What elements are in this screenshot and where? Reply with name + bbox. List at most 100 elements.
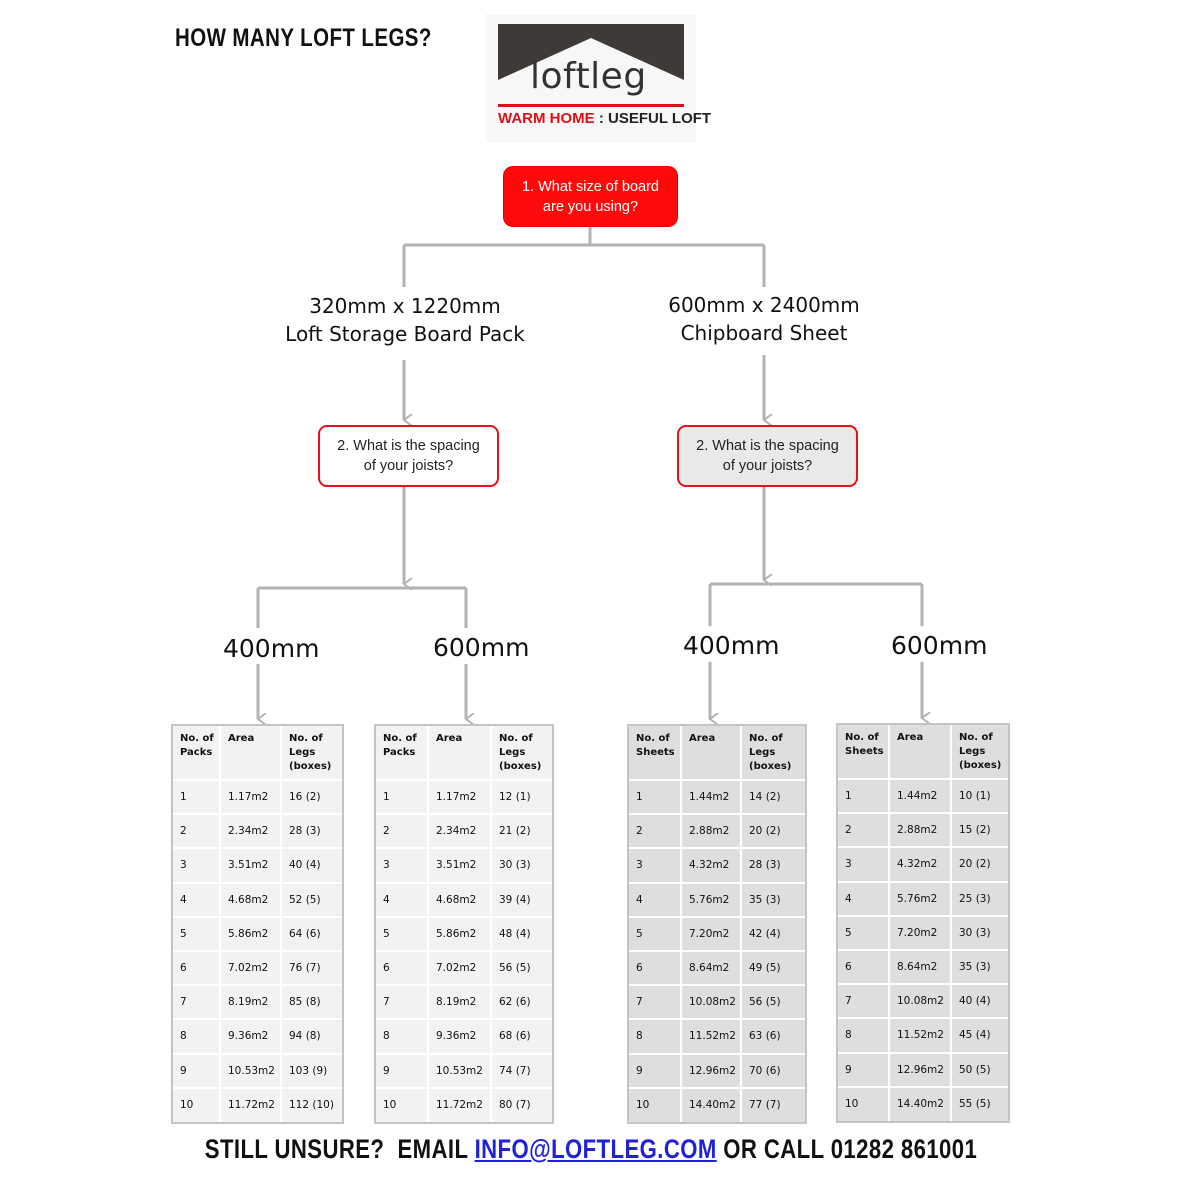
table-cell: 7 <box>838 983 889 1019</box>
table-cell: 3 <box>838 846 889 882</box>
column-header: No. of Legs (boxes) <box>280 726 342 780</box>
table-cell: 74 (7) <box>490 1052 552 1088</box>
table-cell: 11.72m2 <box>427 1086 491 1122</box>
table-cell: 7 <box>629 984 681 1020</box>
table-cell: 64 (6) <box>280 915 342 951</box>
table-cell: 3.51m2 <box>219 847 281 883</box>
table-cell: 50 (5) <box>950 1051 1008 1087</box>
table-cell: 55 (5) <box>950 1085 1008 1121</box>
table-cell: 45 (4) <box>950 1017 1008 1053</box>
table-cell: 8 <box>376 1018 428 1054</box>
table-cell: 62 (6) <box>490 984 552 1020</box>
table-cell: 4 <box>838 880 889 916</box>
table-cell: 16 (2) <box>280 778 342 815</box>
table-cell: 7 <box>376 984 428 1020</box>
table-cell: 4.68m2 <box>219 881 281 917</box>
table-cell: 8 <box>629 1018 681 1054</box>
table-cell: 39 (4) <box>490 881 552 917</box>
table-cell: 8.19m2 <box>427 984 491 1020</box>
table-cell: 10 <box>376 1086 428 1122</box>
column-header: No. of Packs <box>383 733 417 758</box>
connector-left-branches <box>256 586 468 628</box>
footer-phone: OR CALL 01282 861001 <box>716 1134 977 1164</box>
table-cell: 20 (2) <box>950 846 1008 882</box>
table-cell: 4.32m2 <box>888 846 951 882</box>
table-cell: 40 (4) <box>280 847 342 883</box>
table-cell: 7.20m2 <box>680 915 741 951</box>
table-cell: 5.76m2 <box>680 881 741 917</box>
table-cell: 9.36m2 <box>219 1018 281 1054</box>
table-cell: 48 (4) <box>490 915 552 951</box>
table-cell: 14.40m2 <box>888 1085 951 1121</box>
roof-icon <box>498 24 684 80</box>
spacing-label-b: 600mm <box>433 633 530 662</box>
table-cell: 1.44m2 <box>888 777 951 814</box>
table-cell: 76 (7) <box>280 949 342 986</box>
table-cell: 68 (6) <box>490 1018 552 1054</box>
table-cell: 3 <box>173 847 220 883</box>
table-cell: 56 (5) <box>740 984 805 1020</box>
table-cell: 9 <box>376 1052 428 1088</box>
table-cell: 8.64m2 <box>888 948 951 985</box>
table-cell: 12 (1) <box>490 778 552 815</box>
table-cell: 7.20m2 <box>888 914 951 950</box>
table-cell: 70 (6) <box>740 1052 805 1088</box>
table-cell: 40 (4) <box>950 983 1008 1019</box>
column-header: No. of Legs (boxes) <box>950 725 1008 779</box>
table-cell: 30 (3) <box>950 914 1008 950</box>
table-cell: 8 <box>838 1017 889 1053</box>
table-cell: 5 <box>376 915 428 951</box>
table-cell: 5.86m2 <box>427 915 491 951</box>
table-cell: 5 <box>173 915 220 951</box>
table-cell: 112 (10) <box>280 1086 342 1122</box>
table-cell: 4 <box>173 881 220 917</box>
table-cell: 6 <box>173 949 220 986</box>
table-cell: 80 (7) <box>490 1086 552 1122</box>
column-header: No. of Legs (boxes) <box>490 726 552 780</box>
table-cell: 3.51m2 <box>427 847 491 883</box>
page-title: HOW MANY LOFT LEGS? <box>175 24 432 52</box>
table-cell: 28 (3) <box>280 813 342 849</box>
column-header: No. of Sheets <box>845 732 884 757</box>
table-cell: 6 <box>376 949 428 986</box>
table-cell: 6 <box>838 948 889 985</box>
table-cell: 56 (5) <box>490 949 552 986</box>
question-joist-spacing-left: 2. What is the spacing of your joists? <box>318 425 499 487</box>
tagline-separator: : <box>594 110 609 127</box>
table-cell: 25 (3) <box>950 880 1008 916</box>
table-cell: 2 <box>173 813 220 849</box>
question-joist-spacing-right: 2. What is the spacing of your joists? <box>677 425 858 487</box>
table-cell: 4.68m2 <box>427 881 491 917</box>
logo-wordmark: loftleg <box>530 56 647 97</box>
table-cell: 21 (2) <box>490 813 552 849</box>
table-cell: 52 (5) <box>280 881 342 917</box>
column-header: No. of Legs (boxes) <box>740 726 805 780</box>
table-cell: 8 <box>173 1018 220 1054</box>
email-link[interactable]: INFO@LOFTLEG.COM <box>474 1134 717 1164</box>
table-cell: 103 (9) <box>280 1052 342 1088</box>
